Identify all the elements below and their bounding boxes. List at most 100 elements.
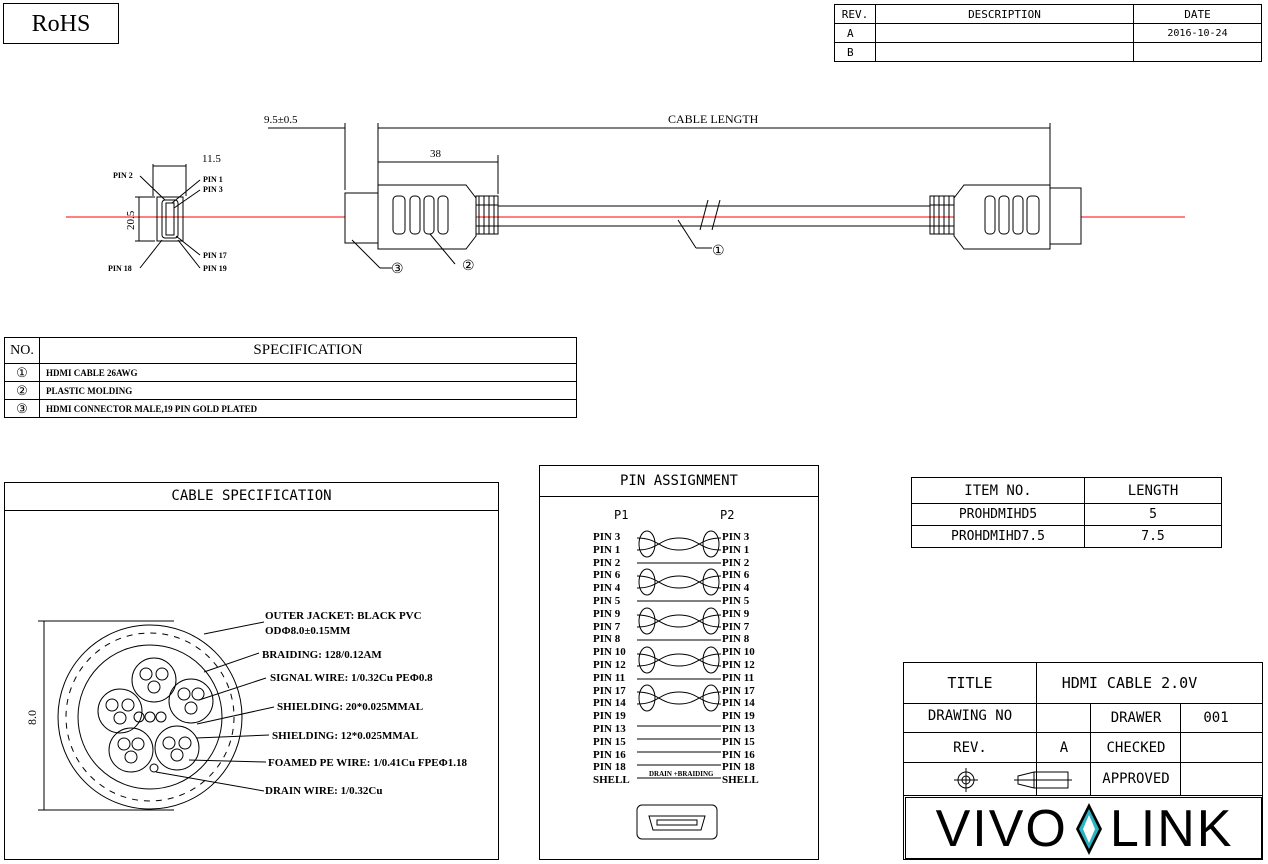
pin-label-p1: PIN 6 bbox=[593, 569, 621, 582]
pin-label-p2: PIN 12 bbox=[722, 658, 755, 671]
cable-body bbox=[498, 199, 930, 231]
pin-label-p1: PIN 7 bbox=[593, 620, 621, 633]
pin-label-p2: PIN 14 bbox=[722, 697, 755, 710]
pin-label-p2: PIN 16 bbox=[722, 748, 755, 761]
pin-label-p2: PIN 11 bbox=[722, 671, 755, 684]
pin-label-p2: PIN 15 bbox=[722, 735, 755, 748]
pin-label-p1: PIN 11 bbox=[593, 671, 626, 684]
pin18-label: PIN 18 bbox=[108, 264, 132, 273]
pin-label-p1: PIN 17 bbox=[593, 684, 626, 697]
twisted-pair-5 bbox=[636, 684, 722, 712]
logo-text-link: LINK bbox=[1109, 800, 1234, 858]
specification-table: NO. SPECIFICATION ① HDMI CABLE 26AWG ② P… bbox=[4, 337, 577, 418]
pin-label-p1: PIN 4 bbox=[593, 582, 621, 595]
cable-label-drain-wire: DRAIN WIRE: 1/0.32Cu bbox=[265, 785, 382, 797]
cable-spec-title: CABLE SPECIFICATION bbox=[5, 483, 498, 511]
pin-wiring: DRAIN +BRAIDING bbox=[636, 530, 722, 840]
pin19-label: PIN 19 bbox=[203, 264, 227, 273]
dimension-lines bbox=[268, 123, 1051, 269]
cable-drawing: 11.5 20.5 PIN 2 PIN 1 PIN 3 PIN 17 PIN 1… bbox=[66, 112, 1185, 277]
spec-row-text: PLASTIC MOLDING bbox=[39, 381, 577, 400]
right-connector bbox=[929, 184, 1082, 250]
cable-spec-panel: CABLE SPECIFICATION bbox=[4, 482, 499, 860]
title-block-lines bbox=[903, 662, 1263, 860]
pin-label-p1: PIN 16 bbox=[593, 748, 626, 761]
pin-label-p1: PIN 19 bbox=[593, 710, 626, 723]
pin-label-p1: PIN 13 bbox=[593, 722, 626, 735]
cable-label-shielding-20: SHIELDING: 20*0.025MMAL bbox=[277, 701, 423, 713]
callout-3: ③ bbox=[391, 262, 404, 277]
hdmi-port-icon bbox=[636, 804, 718, 840]
left-connector bbox=[344, 184, 499, 250]
pin-label-p1: PIN 9 bbox=[593, 607, 621, 620]
spec-header-spec: SPECIFICATION bbox=[39, 337, 577, 364]
pin2-label: PIN 2 bbox=[113, 171, 133, 180]
pin-label-p2: PIN 19 bbox=[722, 710, 755, 723]
pin-assignment-panel: PIN ASSIGNMENT bbox=[539, 465, 819, 860]
twisted-pair-3 bbox=[636, 607, 722, 641]
drawer-label: DRAWER bbox=[1110, 710, 1162, 726]
pin-label-p1: PIN 18 bbox=[593, 761, 626, 774]
pin-label-p2: SHELL bbox=[722, 774, 759, 787]
spec-row-no: ③ bbox=[4, 399, 40, 418]
dim-cable-length: CABLE LENGTH bbox=[668, 112, 759, 126]
item-header: ITEM NO. bbox=[911, 477, 1085, 504]
rev-b-date bbox=[1133, 42, 1262, 62]
item-cell: PROHDMIHD5 bbox=[911, 503, 1085, 526]
drawer-value: 001 bbox=[1203, 710, 1229, 726]
pin-label-p2: PIN 1 bbox=[722, 543, 750, 556]
length-cell: 7.5 bbox=[1084, 525, 1222, 548]
pin17-label: PIN 17 bbox=[203, 251, 227, 260]
pin3-label: PIN 3 bbox=[203, 185, 223, 194]
p1-label: P1 bbox=[614, 508, 629, 522]
length-header: LENGTH bbox=[1084, 477, 1222, 504]
cable-label-braiding: BRAIDING: 128/0.12AM bbox=[262, 649, 382, 661]
twisted-pair-2 bbox=[636, 568, 722, 602]
cable-label-shielding-12: SHIELDING: 12*0.025MMAL bbox=[272, 730, 418, 742]
title-label: TITLE bbox=[947, 674, 993, 692]
cable-label-foamed-pe: FOAMED PE WIRE: 1/0.41Cu FPEΦ1.18 bbox=[268, 757, 467, 769]
approved-label: APPROVED bbox=[1102, 771, 1170, 787]
pin-label-p2: PIN 5 bbox=[722, 594, 750, 607]
pin-label-p1: PIN 5 bbox=[593, 594, 621, 607]
vivolink-logo: VIVO LINK bbox=[905, 797, 1262, 859]
pin-label-p1: PIN 10 bbox=[593, 646, 626, 659]
pin-label-p1: PIN 2 bbox=[593, 556, 621, 569]
drawing-no-label: DRAWING NO bbox=[927, 708, 1013, 724]
pin-label-p1: PIN 15 bbox=[593, 735, 626, 748]
pin-label-p1: SHELL bbox=[593, 774, 630, 787]
dim-38: 38 bbox=[430, 148, 442, 160]
dim-20-5: 20.5 bbox=[125, 210, 137, 230]
dim-8: 8.0 bbox=[25, 710, 39, 725]
checked-label: CHECKED bbox=[1106, 740, 1166, 756]
drain-braiding-label: DRAIN +BRAIDING bbox=[649, 770, 714, 778]
cable-label-signal-wire: SIGNAL WIRE: 1/0.32Cu PEΦ0.8 bbox=[270, 672, 433, 684]
logo-text-vivo: VIVO bbox=[935, 800, 1068, 858]
pin-label-p2: PIN 4 bbox=[722, 582, 750, 595]
rohs-box: RoHS bbox=[3, 3, 119, 44]
revision-table: REV. DESCRIPTION DATE A 2016-10-24 B bbox=[834, 4, 1262, 62]
item-table: ITEM NO. LENGTH PROHDMIHD5 5 PROHDMIHD7.… bbox=[911, 477, 1222, 548]
pin-label-p1: PIN 3 bbox=[593, 531, 621, 543]
twisted-pair-1 bbox=[636, 530, 722, 564]
projection-symbol bbox=[954, 768, 1072, 792]
cable-label-od: ODΦ8.0±0.15MM bbox=[265, 625, 351, 637]
pin-label-p1: PIN 14 bbox=[593, 697, 626, 710]
callout-2: ② bbox=[462, 259, 475, 274]
spec-row-text: HDMI CONNECTOR MALE,19 PIN GOLD PLATED bbox=[39, 399, 577, 418]
pin-label-p1: PIN 1 bbox=[593, 543, 621, 556]
pin-label-p2: PIN 6 bbox=[722, 569, 750, 582]
pin-label-p2: PIN 9 bbox=[722, 607, 750, 620]
cable-cross-section: 8.0 OUTER JACKET: BLACK PVC ODΦ8.0±0.15M… bbox=[25, 610, 467, 811]
pin-label-p2: PIN 7 bbox=[722, 620, 750, 633]
title-value: HDMI CABLE 2.0V bbox=[1061, 674, 1198, 692]
pin-label-p2: PIN 13 bbox=[722, 722, 755, 735]
title-block bbox=[903, 662, 1263, 860]
dim-11-5: 11.5 bbox=[202, 153, 221, 165]
p2-label: P2 bbox=[720, 508, 735, 522]
rev-label: REV. bbox=[953, 740, 987, 756]
pin-label-p1: PIN 8 bbox=[593, 633, 621, 646]
twisted-pair-4 bbox=[636, 646, 722, 680]
